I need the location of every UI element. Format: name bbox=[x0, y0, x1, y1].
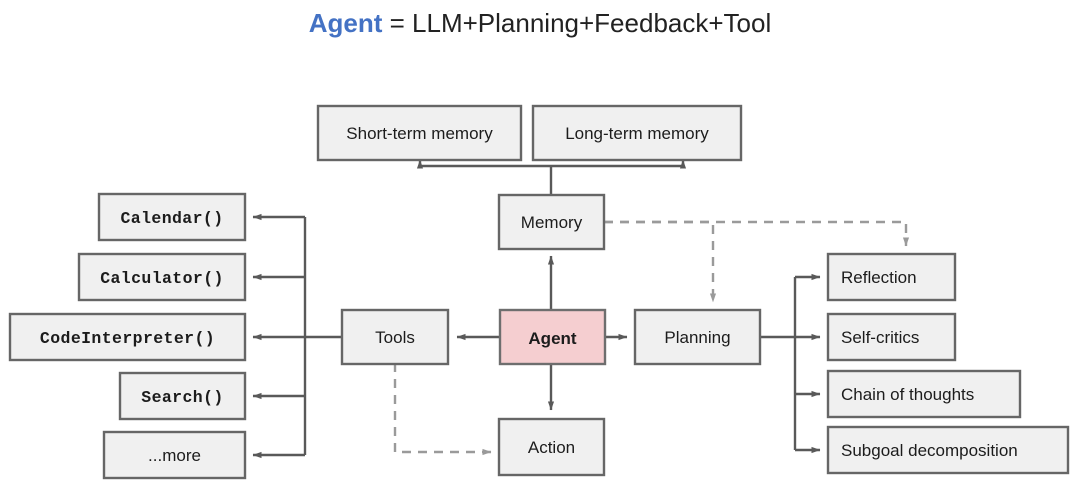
node-long-term-memory[interactable]: Long-term memory bbox=[531, 104, 743, 162]
node-planning-reflection[interactable]: Reflection bbox=[826, 252, 957, 302]
long-term-memory-label: Long-term memory bbox=[565, 124, 709, 143]
tool-search-label: Search() bbox=[141, 388, 223, 407]
edge-memory-dashed-to-planning bbox=[604, 220, 717, 303]
tool-calendar-label: Calendar() bbox=[120, 209, 223, 228]
edge-memory-dashed-to-reflection bbox=[604, 220, 910, 247]
node-tool-calendar[interactable]: Calendar() bbox=[97, 192, 247, 242]
tools-label: Tools bbox=[375, 328, 415, 347]
node-planning[interactable]: Planning bbox=[633, 308, 762, 366]
memory-label: Memory bbox=[521, 213, 583, 232]
planning-chain-of-thoughts-box[interactable] bbox=[826, 369, 1022, 419]
tool-codeinterpreter-box[interactable] bbox=[8, 312, 247, 362]
tool-calendar-box[interactable] bbox=[97, 192, 247, 242]
planning-box[interactable] bbox=[633, 308, 762, 366]
planning-self-critics-label: Self-critics bbox=[841, 328, 919, 347]
planning-subgoal-decomposition-box[interactable] bbox=[826, 425, 1070, 475]
short-term-memory-box[interactable] bbox=[316, 104, 523, 162]
planning-chain-of-thoughts-label: Chain of thoughts bbox=[841, 385, 974, 404]
memory-box[interactable] bbox=[497, 193, 606, 251]
planning-reflection-box[interactable] bbox=[826, 252, 957, 302]
agent-label: Agent bbox=[528, 329, 577, 348]
tool-codeinterpreter-label: CodeInterpreter() bbox=[40, 329, 215, 348]
tool-calculator-box[interactable] bbox=[77, 252, 247, 302]
tools-box[interactable] bbox=[340, 308, 450, 366]
planning-self-critics-box[interactable] bbox=[826, 312, 957, 362]
node-tool-codeinterpreter[interactable]: CodeInterpreter() bbox=[8, 312, 247, 362]
node-short-term-memory[interactable]: Short-term memory bbox=[316, 104, 523, 162]
planning-label: Planning bbox=[664, 328, 730, 347]
short-term-memory-label: Short-term memory bbox=[346, 124, 493, 143]
tool-search-box[interactable] bbox=[118, 371, 247, 421]
title-accent-word: Agent bbox=[308, 8, 383, 38]
node-agent[interactable]: Agent bbox=[498, 308, 607, 366]
title-equation: = LLM+Planning+Feedback+Tool bbox=[382, 8, 772, 38]
node-planning-self-critics[interactable]: Self-critics bbox=[826, 312, 957, 362]
tool-more-box[interactable] bbox=[102, 430, 247, 480]
page-title: Agent = LLM+Planning+Feedback+Tool bbox=[0, 8, 1080, 39]
action-label: Action bbox=[528, 438, 575, 457]
action-box[interactable] bbox=[497, 417, 606, 477]
agent-box[interactable] bbox=[498, 308, 607, 366]
node-tool-more[interactable]: ...more bbox=[102, 430, 247, 480]
node-planning-chain-of-thoughts[interactable]: Chain of thoughts bbox=[826, 369, 1022, 419]
tool-calculator-label: Calculator() bbox=[100, 269, 224, 288]
planning-subgoal-decomposition-label: Subgoal decomposition bbox=[841, 441, 1018, 460]
node-planning-subgoal-decomposition[interactable]: Subgoal decomposition bbox=[826, 425, 1070, 475]
long-term-memory-box[interactable] bbox=[531, 104, 743, 162]
node-action[interactable]: Action bbox=[497, 417, 606, 477]
edge-tools-dashed-to-action bbox=[393, 363, 492, 456]
planning-reflection-label: Reflection bbox=[841, 268, 917, 287]
node-tool-calculator[interactable]: Calculator() bbox=[77, 252, 247, 302]
node-tools[interactable]: Tools bbox=[340, 308, 450, 366]
node-tool-search[interactable]: Search() bbox=[118, 371, 247, 421]
node-memory[interactable]: Memory bbox=[497, 193, 606, 251]
tool-more-label: ...more bbox=[148, 446, 201, 465]
